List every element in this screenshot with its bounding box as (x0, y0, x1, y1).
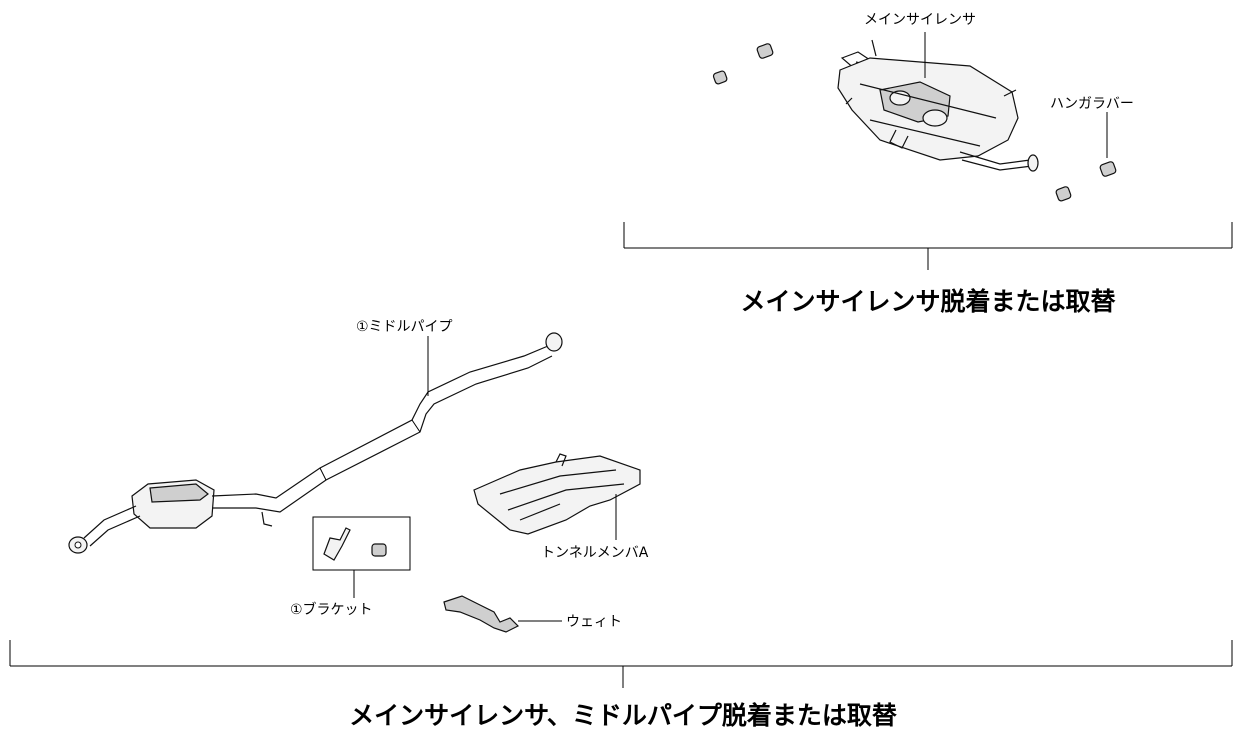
tunnel-member-part (473, 453, 641, 535)
upper-group-title: メインサイレンサ脱着または取替 (740, 287, 1115, 316)
main-silencer-part (837, 39, 1039, 172)
bracket-label: ①ブラケット (290, 601, 373, 618)
lower-group-title: メインサイレンサ、ミドルパイプ脱着または取替 (349, 701, 897, 730)
middle-pipe-label: ①ミドルパイプ (356, 319, 453, 335)
hanger-rubber-icon (712, 43, 1117, 202)
hanger-rubber-label: ハンガラバー (1050, 96, 1134, 112)
tunnel-member-label: トンネルメンバA (541, 545, 649, 561)
weight-label: ウェィト (566, 614, 622, 630)
upper-group-bracket (623, 222, 1233, 270)
lower-group-bracket (9, 640, 1233, 688)
bracket-part (312, 516, 411, 571)
main-silencer-label: メインサイレンサ (864, 12, 976, 28)
weight-part (443, 595, 520, 633)
middle-pipe-part (68, 332, 563, 554)
